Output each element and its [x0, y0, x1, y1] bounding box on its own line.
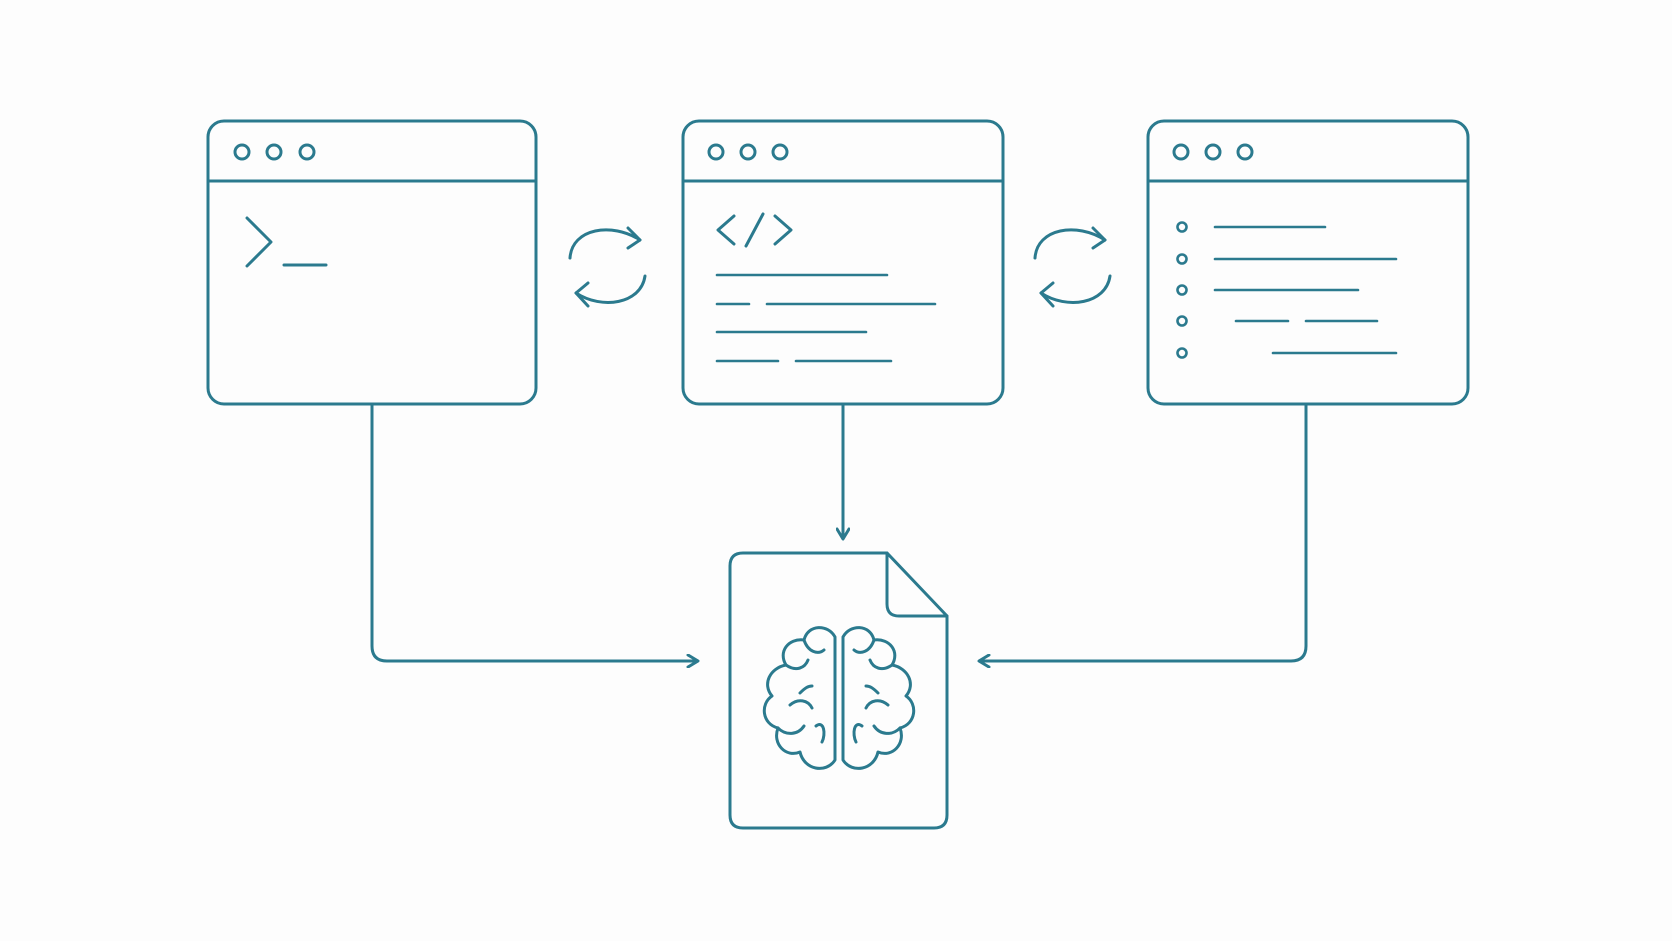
sync-cycle-icon-left: [568, 226, 647, 308]
list-view-window-frame: [1146, 119, 1470, 406]
list-view-window-dot-2: [1204, 143, 1222, 161]
brain-icon: [762, 626, 916, 770]
center-document[interactable]: [728, 551, 949, 830]
document-folded-corner: [885, 551, 949, 618]
document-outline: [728, 551, 949, 830]
code-editor-window-dot-3: [771, 143, 789, 161]
code-lines: [715, 273, 937, 363]
terminal-window-dot-3: [298, 143, 316, 161]
sync-cycle-icon-right: [1033, 226, 1112, 308]
list-view-window-dot-1: [1172, 143, 1190, 161]
list-view-window[interactable]: [1146, 119, 1470, 406]
terminal-window[interactable]: [206, 119, 538, 406]
connector-terminal-to-document: [370, 402, 697, 661]
code-editor-window-dot-2: [739, 143, 757, 161]
terminal-prompt-icon: [245, 216, 328, 268]
connector-list-view-to-document: [980, 402, 1308, 661]
code-brackets-icon: [716, 212, 793, 248]
terminal-window-dot-1: [233, 143, 251, 161]
bulleted-list-icon: [1176, 221, 1398, 359]
terminal-window-frame: [206, 119, 538, 406]
terminal-window-dot-2: [265, 143, 283, 161]
code-editor-window[interactable]: [681, 119, 1005, 406]
code-editor-window-dot-1: [707, 143, 725, 161]
list-view-window-dot-3: [1236, 143, 1254, 161]
